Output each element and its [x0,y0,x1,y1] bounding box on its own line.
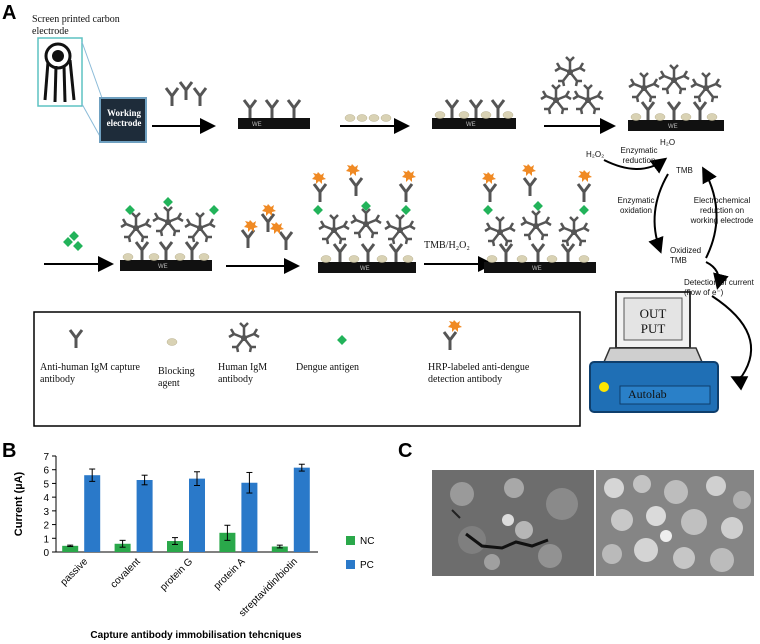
y-tick-label: 3 [43,507,49,518]
y-tick-label: 7 [43,452,49,463]
x-tick-label: protein A [212,556,248,592]
electrode-step-5 [312,164,417,273]
x-tick-label: streptavidin/biotin [237,556,300,619]
legend-capture-antibody-label: Anti-human IgM capture antibody [40,362,140,385]
bar-nc [271,546,288,552]
x-axis-label: Capture antibody immobilisation tehcniqu… [90,630,302,641]
legend-label-nc: NC [360,536,374,547]
legend-blocking-agent-label: Blocking agent [158,366,195,389]
bar-pc [189,478,205,552]
we-label: WE [668,124,678,130]
electrode-step-3 [627,63,724,131]
y-tick-label: 2 [43,521,49,532]
electrode-step-1 [238,98,310,129]
electrode-step-4 [119,197,219,271]
legend-antigen-label: Dengue antigen [296,362,360,373]
bar-nc [114,543,131,552]
legend-swatch-pc [346,560,355,569]
legend-hrp-antibody-label: HRP-labeled anti-dengue detection antibo… [428,362,530,385]
y-tick-label: 1 [43,534,49,545]
panel-letter-a: A [2,2,17,24]
electrochemical-reduction-label: Electrochemical reduction on working ele… [690,196,754,225]
y-tick-label: 0 [43,548,49,559]
legend-swatch-nc [346,536,355,545]
electrode-step-2 [432,98,516,129]
we-label: WE [532,266,542,272]
y-axis-label: Current (µA) [13,471,25,536]
bar-pc [136,480,153,552]
y-tick-label: 6 [43,466,49,477]
panel-letter-b: B [2,440,17,462]
legend-box [33,311,581,427]
igm-antibodies-free [539,55,605,116]
legend-igm-label: Human IgM antibody [218,362,268,385]
legend-label-pc: PC [360,560,374,571]
y-tick-label: 5 [43,479,49,490]
x-tick-label: covalent [109,556,143,590]
x-tick-label: passive [59,556,91,588]
bar-nc [219,532,236,552]
output-screen-text: OUT PUT [639,306,667,336]
x-tick-label: protein G [158,556,195,593]
oxidized-tmb-label: Oxidized TMB [670,246,702,265]
we-label: WE [466,122,476,128]
bar-pc [241,482,258,552]
detection-antibodies-free [240,204,294,252]
tmb-label: TMB [676,166,693,175]
electrode-step-6 [482,164,596,273]
working-electrode-box [99,97,147,143]
h2o2-label: H₂O₂ [586,150,605,159]
carbon-electrode-icon [37,37,103,141]
enzymatic-reduction-label: Enzymatic reduction [620,146,658,165]
enzymatic-oxidation-label: Enzymatic oxidation [617,196,655,215]
we-label: WE [360,266,370,272]
we-label: WE [252,122,262,128]
capture-antibodies-free [164,80,208,108]
h2o-label: H₂O [660,138,676,147]
redox-cycle-arrows [603,157,752,391]
blocking-agents-free [344,114,392,122]
we-label: WE [158,264,168,270]
working-electrode-label: Working electrode [106,108,142,128]
sem-image-left [432,470,594,576]
bar-nc [167,541,183,552]
legend-blocking-agent-icon [166,338,178,346]
bar-nc [62,545,79,552]
tmb-h2o2-step-label: TMB/H₂O₂ [424,240,470,251]
sem-image-right [596,470,754,576]
panel-a-schematic [33,37,752,427]
autolab-label: Autolab [628,387,667,401]
dengue-antigen-free [63,231,83,251]
bar-pc [293,467,310,552]
y-tick-label: 4 [43,493,49,504]
detection-current-label: Detection of current (flow of e⁻) [684,278,754,297]
electrode-label: Screen printed carbon electrode [32,14,120,37]
bar-pc [84,475,101,552]
panel-letter-c: C [398,440,413,462]
autolab-instrument [589,291,719,413]
